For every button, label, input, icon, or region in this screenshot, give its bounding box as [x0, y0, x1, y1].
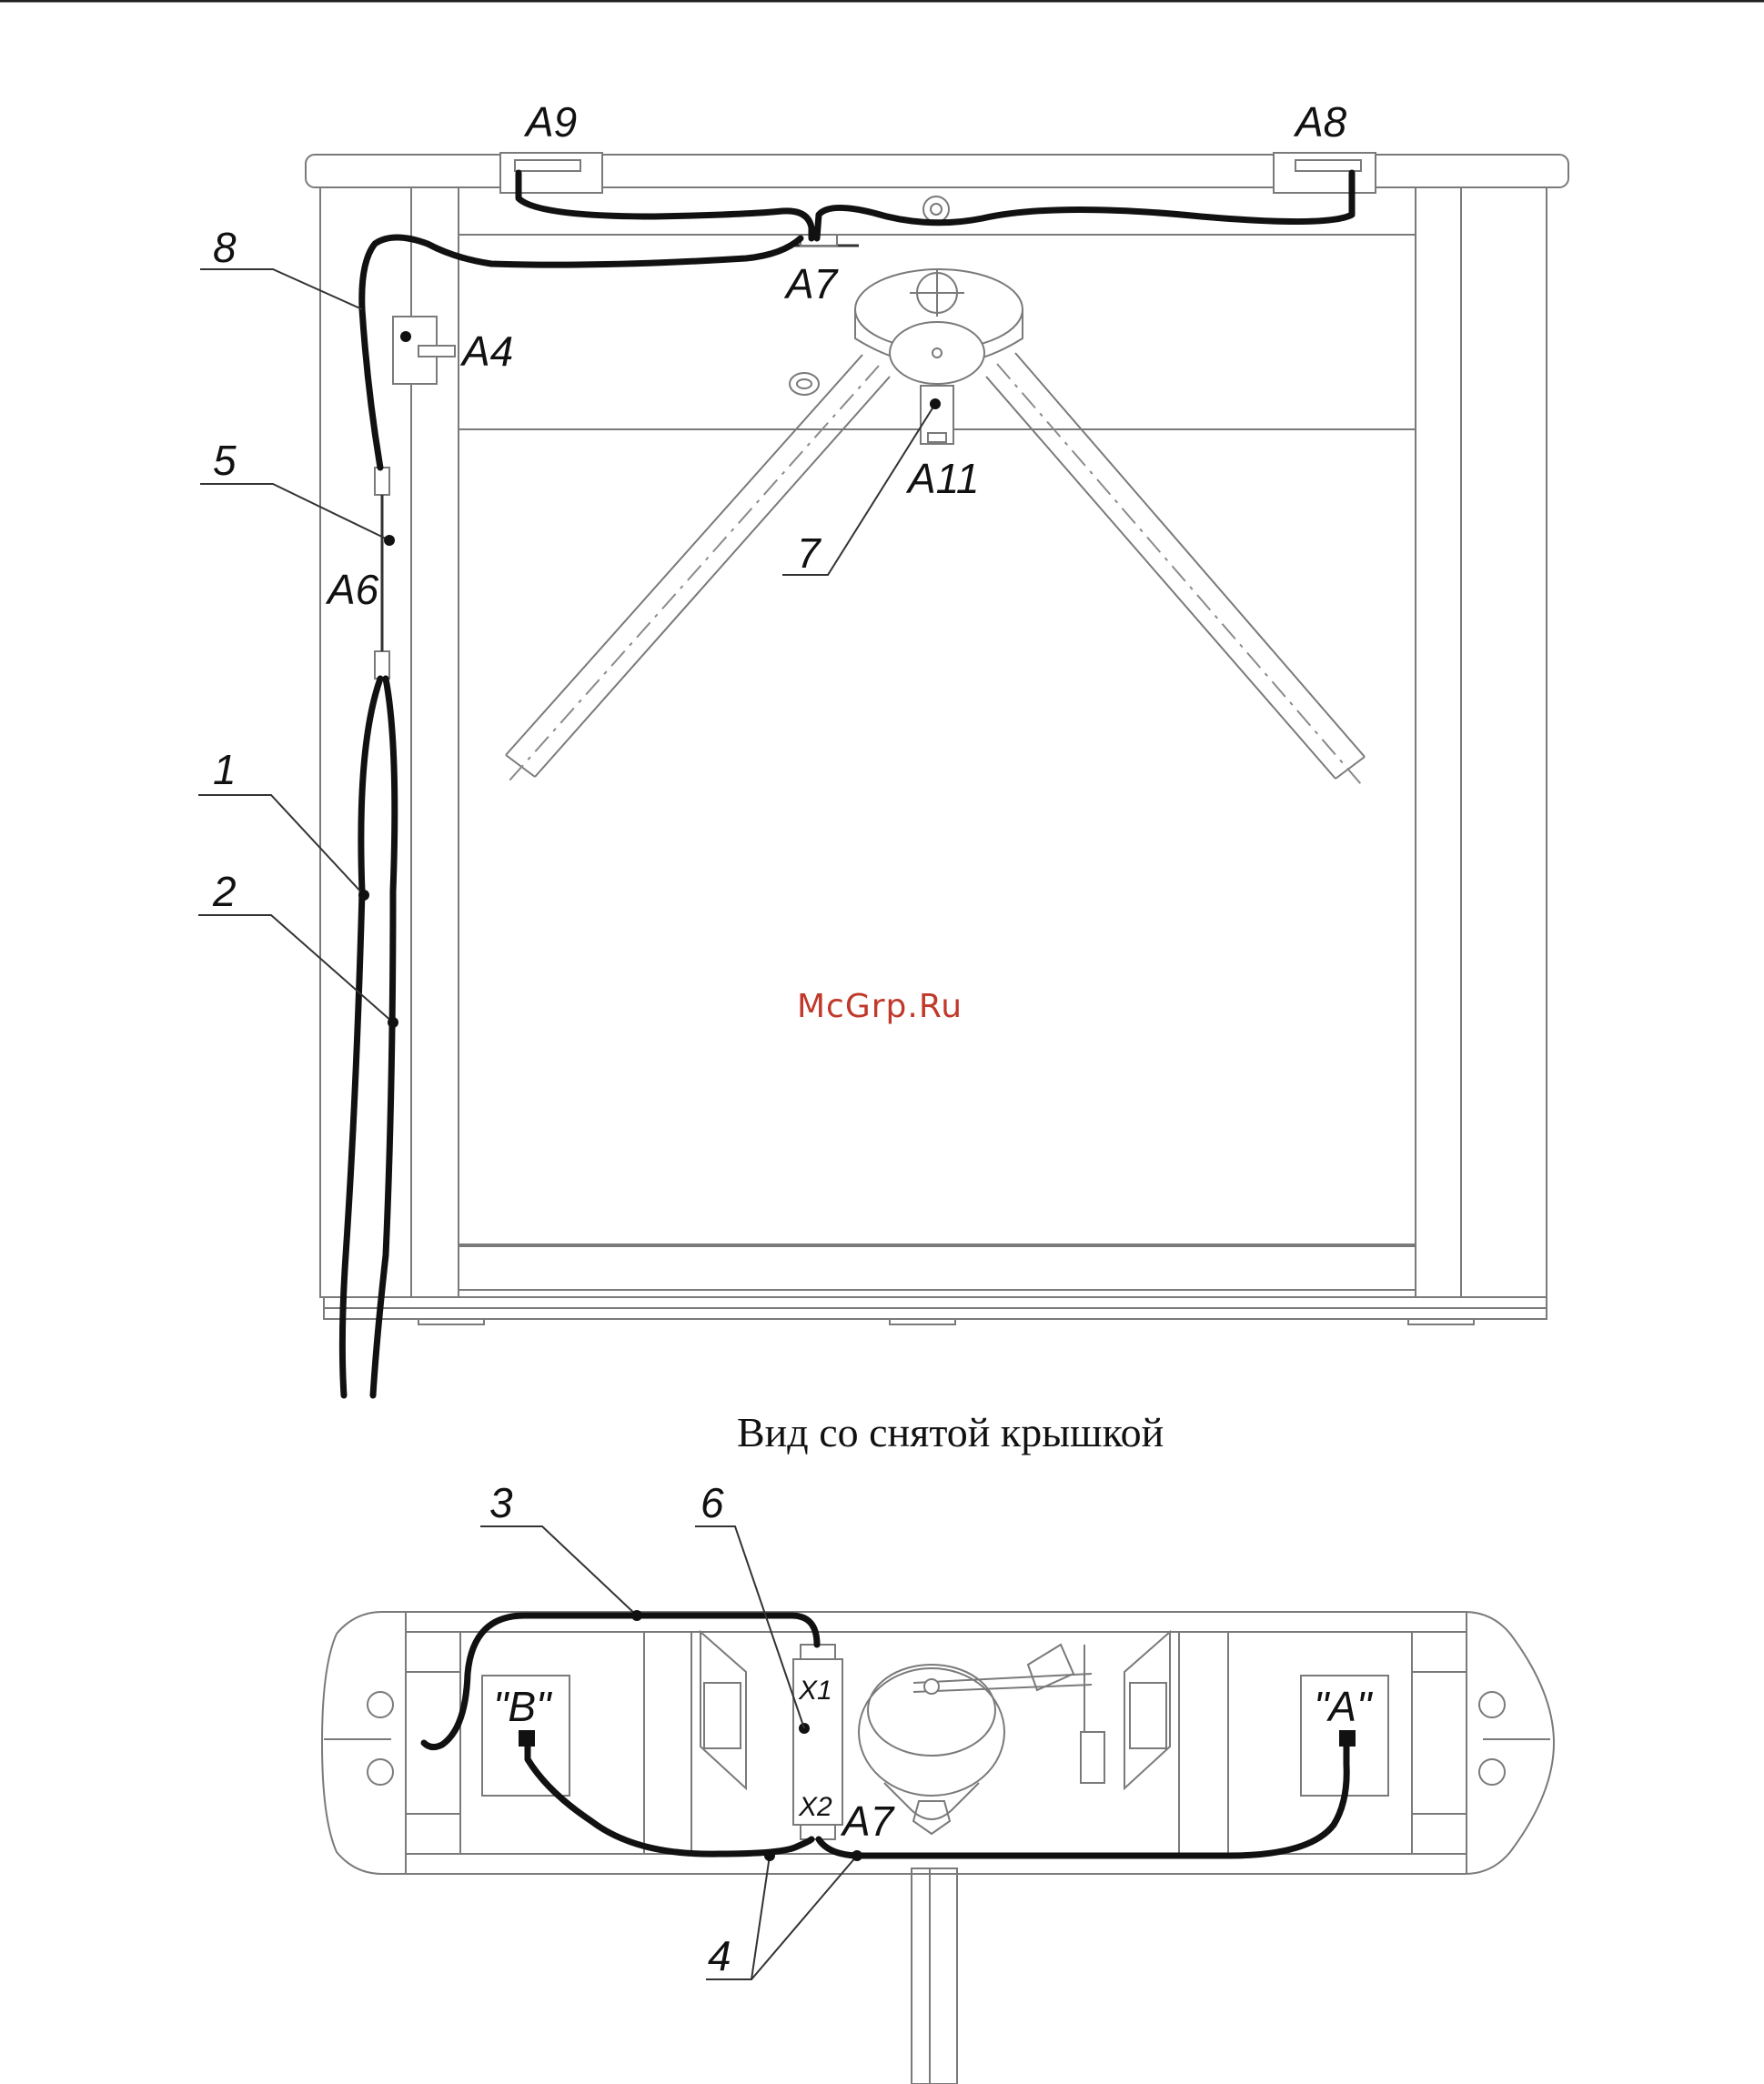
- label-a7-bottom: A7: [840, 1797, 895, 1845]
- side-bolt-inner: [797, 379, 811, 388]
- label-x2: X2: [798, 1792, 832, 1822]
- label-8: 8: [213, 224, 237, 271]
- top-bolt: [923, 196, 949, 222]
- label-4: 4: [708, 1932, 731, 1979]
- turnstile-front-view: A9 A8 A7 A4 A11 A6 8 5 7 1 2: [198, 98, 1568, 1395]
- top-cover: [306, 155, 1568, 187]
- rotor-cap: [890, 322, 984, 384]
- motor-pivot: [924, 1679, 939, 1694]
- label-a: "A": [1314, 1683, 1374, 1730]
- lock-a4-dot: [400, 331, 411, 342]
- dot-1: [358, 890, 369, 901]
- foot-right: [1408, 1319, 1474, 1324]
- barrier-arm-right: [986, 353, 1365, 784]
- label-a6: A6: [325, 566, 379, 613]
- terminal-a: [1339, 1730, 1356, 1747]
- dot-2: [388, 1017, 398, 1028]
- sensor-a11: [921, 386, 953, 444]
- leader-5: [200, 484, 389, 540]
- watermark: McGrp.Ru: [797, 988, 963, 1025]
- label-1: 1: [213, 746, 237, 793]
- dot-4b: [852, 1850, 862, 1861]
- lock-a4-handle: [418, 346, 455, 357]
- reader-a8: [1274, 153, 1376, 193]
- cable-1: [342, 679, 380, 1395]
- side-bolt: [790, 373, 819, 395]
- top-bolt-inner: [931, 204, 942, 215]
- label-2: 2: [212, 868, 237, 915]
- label-3: 3: [489, 1479, 513, 1526]
- terminal-b: [519, 1730, 535, 1747]
- dot-7: [930, 398, 941, 409]
- label-a9: A9: [523, 98, 577, 146]
- post-stem: [912, 1868, 957, 2084]
- turnstile-open-view: 3 6 4 X1 X2 A7 "B" "A": [322, 1479, 1554, 2084]
- leader-3: [480, 1526, 637, 1616]
- label-a4: A4: [459, 327, 513, 375]
- label-b: "B": [493, 1683, 553, 1730]
- dot-3: [631, 1610, 642, 1621]
- caption: Вид со снятой крышкой: [737, 1409, 1164, 1455]
- label-a7-top: A7: [783, 260, 839, 307]
- leader-8: [200, 269, 362, 309]
- dot-5: [384, 535, 395, 546]
- label-a11: A11: [905, 455, 979, 502]
- foot-mid: [890, 1319, 955, 1324]
- junction-a6-lower: [375, 651, 389, 679]
- cable-2: [373, 679, 395, 1395]
- label-x1: X1: [798, 1676, 832, 1706]
- junction-a6: [375, 468, 389, 495]
- foot-left: [418, 1319, 484, 1324]
- dot-4a: [764, 1850, 775, 1861]
- label-5: 5: [213, 437, 237, 484]
- label-a8: A8: [1293, 98, 1347, 146]
- label-6: 6: [701, 1479, 724, 1526]
- motor-stop: [1081, 1732, 1104, 1783]
- label-7: 7: [797, 529, 822, 577]
